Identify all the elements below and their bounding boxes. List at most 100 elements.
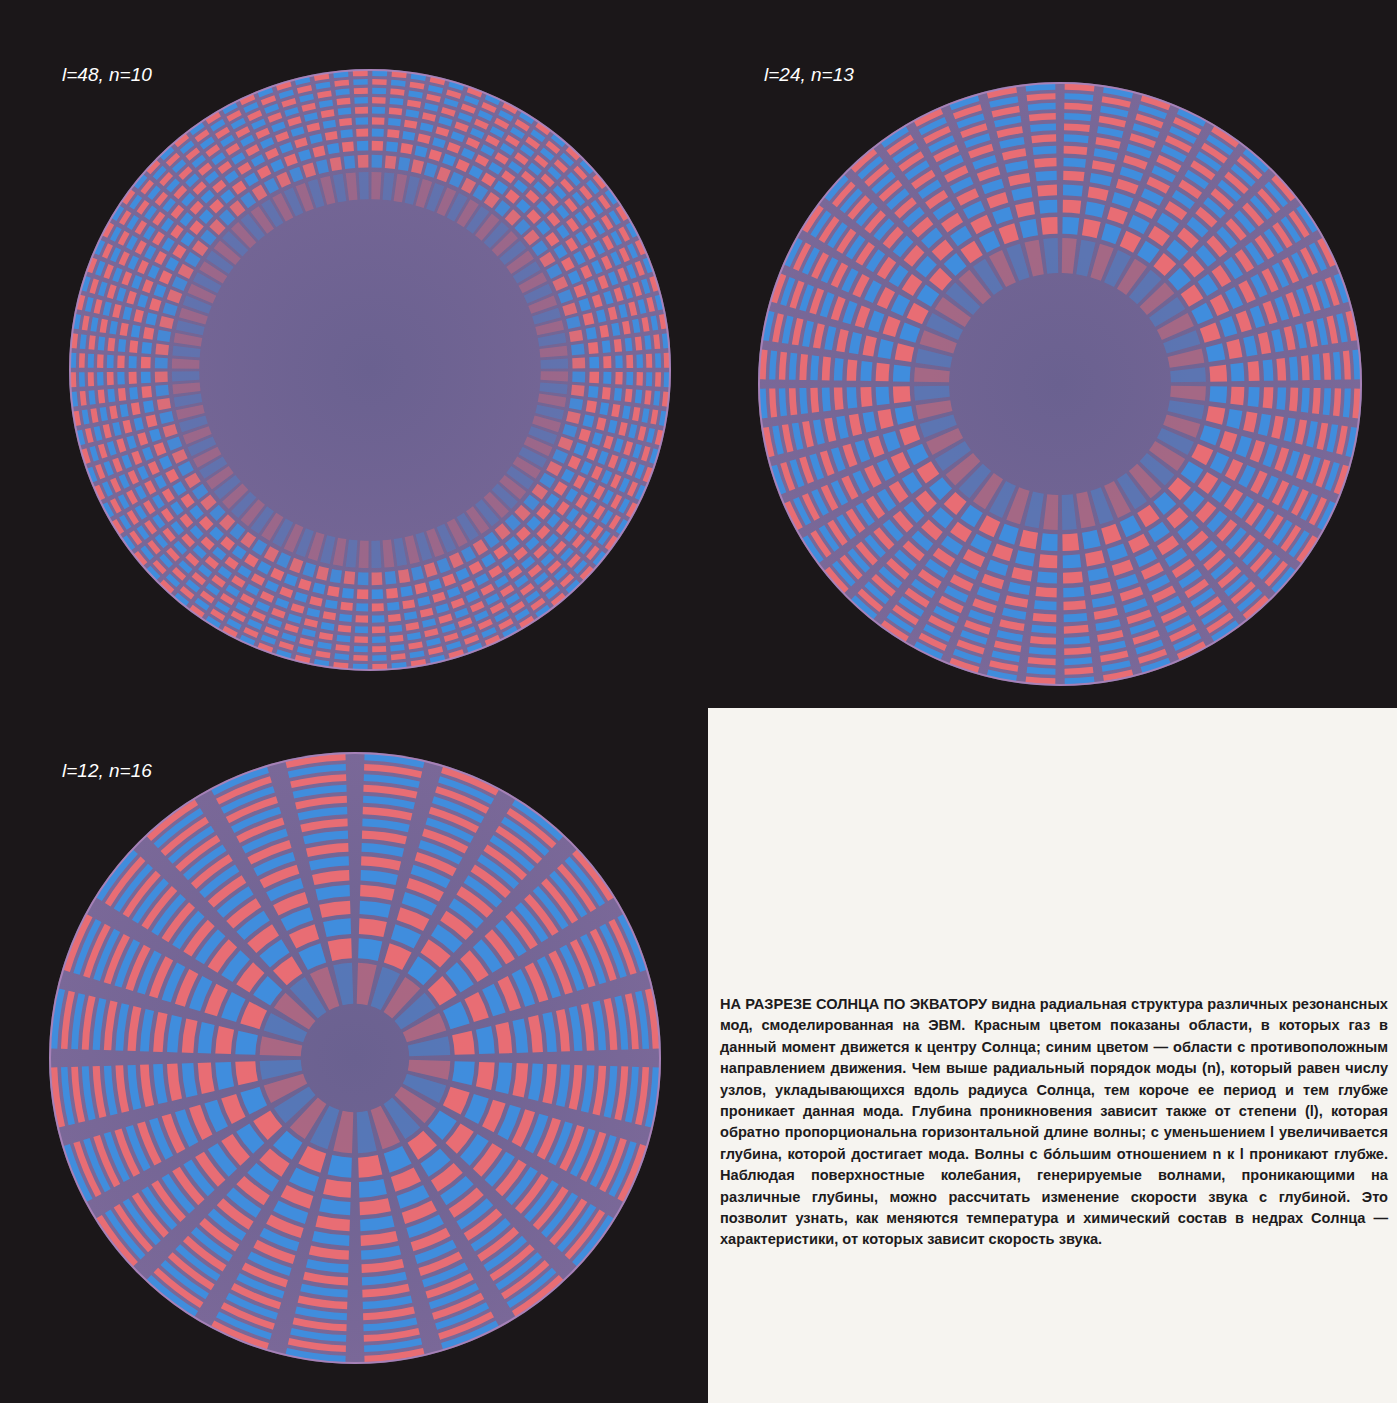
wave-cell <box>98 390 105 404</box>
wave-cell <box>353 655 368 661</box>
wave-cell <box>893 386 911 403</box>
wave-cell <box>128 470 139 484</box>
wave-cell <box>1088 567 1109 581</box>
wave-cell <box>307 123 321 133</box>
wave-cell <box>914 367 950 382</box>
wave-cell <box>603 435 613 449</box>
wave-cell <box>1085 202 1105 218</box>
wave-cell <box>117 355 125 368</box>
wave-cell <box>1206 406 1225 425</box>
wave-cell <box>1271 175 1295 201</box>
wave-cell <box>1219 316 1237 337</box>
wave-cell <box>997 630 1023 642</box>
wave-cell <box>444 98 459 108</box>
wave-cell <box>1333 388 1341 416</box>
wave-cell <box>321 109 335 118</box>
wave-cell <box>494 118 509 130</box>
wave-cell <box>999 619 1024 631</box>
wave-cell <box>140 1009 154 1052</box>
wave-cell <box>1236 436 1252 458</box>
wave-cell <box>316 566 329 581</box>
wave-cell <box>372 71 387 77</box>
wave-cell <box>148 265 160 279</box>
wave-cell <box>627 481 638 496</box>
wave-cell <box>1168 268 1191 291</box>
wave-cell <box>622 321 631 335</box>
wave-cell <box>614 996 628 1050</box>
wave-cell <box>769 388 777 417</box>
wave-cell <box>562 302 577 316</box>
wave-cell <box>572 372 585 383</box>
wave-cell <box>364 1328 420 1342</box>
wave-cell <box>655 372 661 387</box>
wave-cell <box>842 301 857 325</box>
wave-cell <box>860 361 872 381</box>
wave-cell <box>182 1018 198 1052</box>
wave-cell <box>306 1259 349 1273</box>
wave-cell <box>622 405 631 419</box>
wave-cell <box>384 1146 412 1173</box>
mode-disc <box>49 752 661 1364</box>
wave-cell <box>972 598 997 613</box>
wave-cell <box>143 327 154 340</box>
wave-cell <box>205 556 219 569</box>
wave-cell <box>408 1036 451 1056</box>
wave-cell <box>813 323 825 348</box>
wave-cell <box>1198 274 1219 296</box>
wave-cell <box>333 538 347 566</box>
wave-cell <box>476 1026 495 1054</box>
wave-cell <box>323 1179 351 1198</box>
wave-cell <box>116 438 126 452</box>
wave-cell <box>386 141 398 152</box>
wave-cell <box>1333 352 1341 380</box>
wave-cell <box>441 767 499 796</box>
wave-cell <box>1039 554 1058 568</box>
wave-cell <box>516 199 531 214</box>
wave-cell <box>802 205 823 233</box>
wave-cell <box>1141 562 1164 580</box>
wave-cell <box>211 767 269 796</box>
wave-cell <box>129 372 137 384</box>
wave-cell <box>102 481 113 496</box>
wave-cell <box>443 1001 470 1029</box>
wave-cell <box>516 526 531 541</box>
wave-cell <box>1276 358 1286 381</box>
wave-cell <box>851 149 877 173</box>
wave-cell <box>1063 184 1083 196</box>
wave-cell <box>240 192 256 208</box>
wave-cell <box>394 538 408 566</box>
wave-cell <box>466 137 480 149</box>
wave-cell <box>438 614 452 624</box>
wave-cell <box>575 211 588 225</box>
wave-cell <box>451 131 465 142</box>
wave-cell <box>385 155 397 169</box>
wave-cell <box>603 356 611 368</box>
wave-cell <box>1120 166 1144 181</box>
wave-cell <box>1064 113 1091 121</box>
wave-cell <box>836 329 849 352</box>
figure-caption: НА РАЗРЕЗЕ СОЛНЦА ПО ЭКВАТОРУ видна ради… <box>720 994 1388 1251</box>
wave-cell <box>344 571 356 585</box>
wave-cell <box>545 493 559 508</box>
wave-cell <box>1041 217 1058 235</box>
wave-cell <box>226 143 240 155</box>
wave-cell <box>508 566 522 579</box>
wave-cell <box>1064 667 1093 675</box>
wave-cell <box>172 244 186 259</box>
wave-cell <box>501 170 515 183</box>
wave-cell <box>992 106 1020 118</box>
wave-cell <box>100 319 108 333</box>
wave-cell <box>290 774 346 788</box>
wave-cell <box>126 490 138 505</box>
wave-cell <box>161 218 174 232</box>
wave-cell <box>553 541 567 555</box>
wave-cell <box>252 539 268 555</box>
wave-cell <box>602 235 614 250</box>
wave-cell <box>526 516 541 531</box>
wave-cell <box>851 595 877 619</box>
wave-cell <box>90 408 98 423</box>
wave-cell <box>1112 560 1134 576</box>
wave-cell <box>110 247 121 262</box>
wave-cell <box>572 1215 613 1266</box>
wave-cell <box>244 172 259 186</box>
